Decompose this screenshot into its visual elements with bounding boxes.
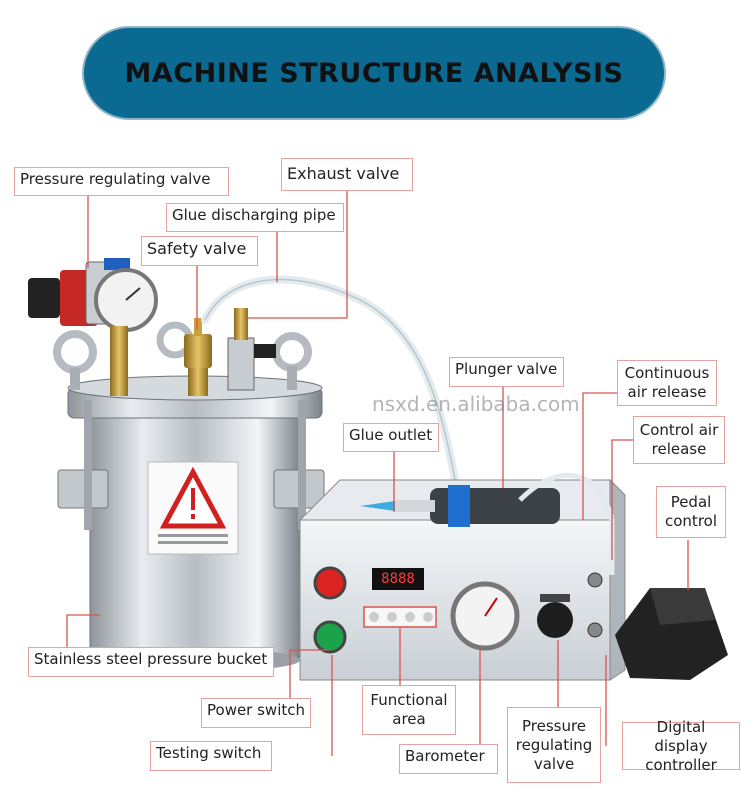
label-pedal-control: Pedal control (656, 486, 726, 538)
label-glue-outlet: Glue outlet (343, 423, 439, 452)
label-glue-discharging-pipe: Glue discharging pipe (166, 203, 344, 232)
label-barometer: Barometer (399, 744, 498, 774)
label-continuous-air-release: Continuous air release (617, 360, 717, 406)
leader-lines (66, 190, 689, 756)
label-plunger-valve: Plunger valve (449, 357, 564, 387)
label-stainless-steel-bucket: Stainless steel pressure bucket (28, 647, 274, 677)
controller-box (298, 472, 626, 681)
label-pressure-regulating-valve-bottom: Pressure regulating valve (507, 707, 601, 783)
label-exhaust-valve: Exhaust valve (281, 158, 413, 191)
label-power-switch: Power switch (201, 698, 311, 728)
label-testing-switch: Testing switch (150, 741, 272, 771)
label-digital-display-controller: Digital display controller (622, 718, 740, 774)
controller-display-readout: 8888 (381, 571, 415, 587)
watermark: nsxd.en.alibaba.com (372, 392, 580, 416)
label-safety-valve: Safety valve (141, 236, 258, 266)
label-control-air-release: Control air release (633, 416, 725, 464)
label-pressure-regulating-valve-top: Pressure regulating valve (14, 167, 229, 196)
page-title: MACHINE STRUCTURE ANALYSIS (124, 57, 624, 89)
pressure-bucket (28, 258, 325, 672)
label-functional-area: Functional area (362, 685, 456, 735)
foot-pedal (615, 588, 728, 680)
title-banner: MACHINE STRUCTURE ANALYSIS (82, 26, 666, 120)
